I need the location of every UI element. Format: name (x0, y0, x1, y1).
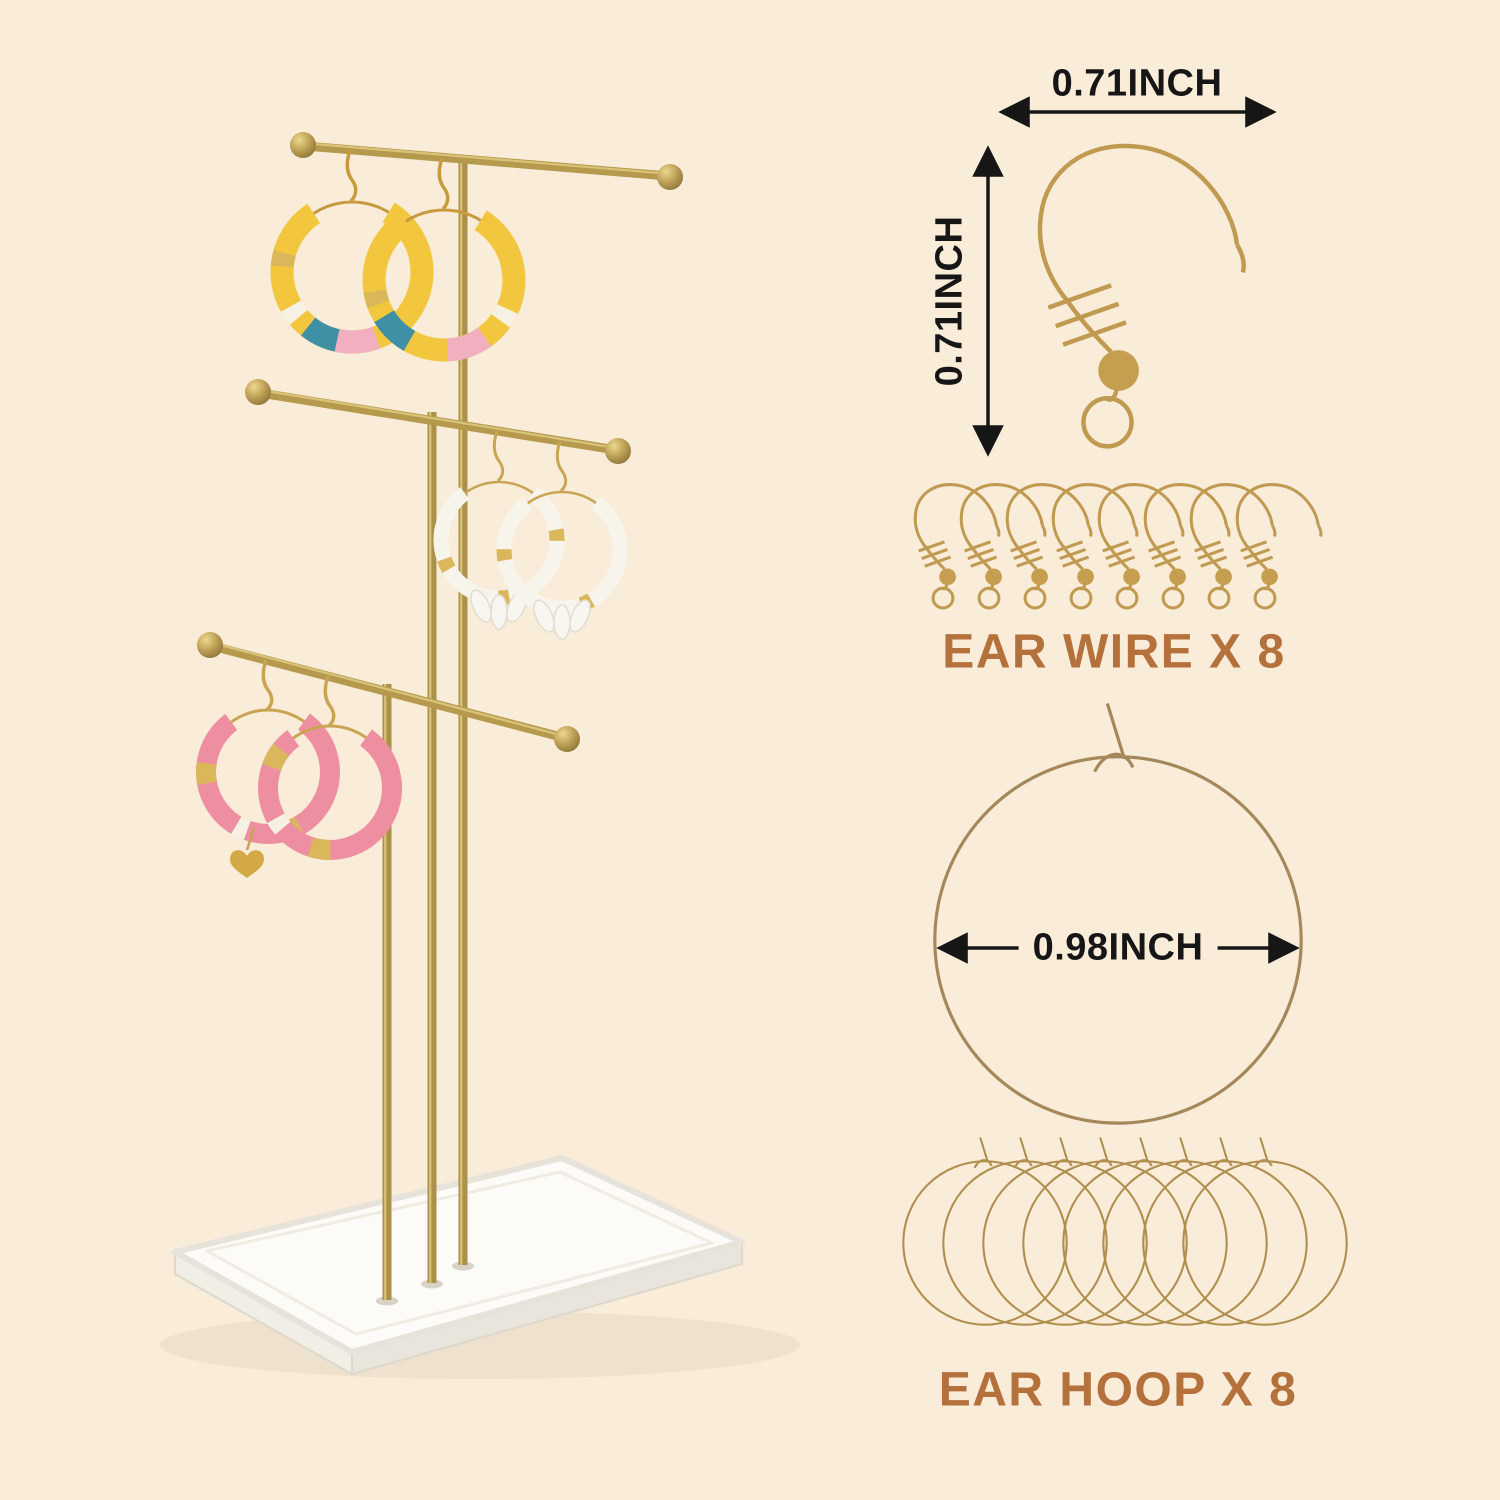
pink-hoop-earrings (195, 659, 402, 878)
display-tray (160, 1155, 800, 1379)
ear-hoop-diagram (933, 701, 1303, 1125)
white-hoop-earrings (433, 430, 628, 640)
ear-hoop-large-icon (933, 701, 1303, 1125)
jewelry-stand-illustration (160, 132, 800, 1379)
ear-hoop-row (902, 1136, 1348, 1326)
ear-wire-caption: EAR WIRE X 8 (942, 625, 1286, 679)
ear-wire-icon (1235, 483, 1323, 610)
ear-hoop-caption: EAR HOOP X 8 (938, 1363, 1298, 1417)
ear-hoop-diameter-label: 0.98INCH (1018, 926, 1218, 970)
ear-wire-height-label: 0.71INCH (928, 215, 971, 387)
ear-wire-large-icon (1040, 146, 1244, 446)
stand-tbars (197, 132, 683, 752)
ear-wire-row (913, 483, 1323, 610)
ear-wire-width-label: 0.71INCH (1051, 62, 1223, 105)
ear-wire-diagram (972, 96, 1277, 457)
yellow-hoop-earrings (270, 149, 526, 362)
